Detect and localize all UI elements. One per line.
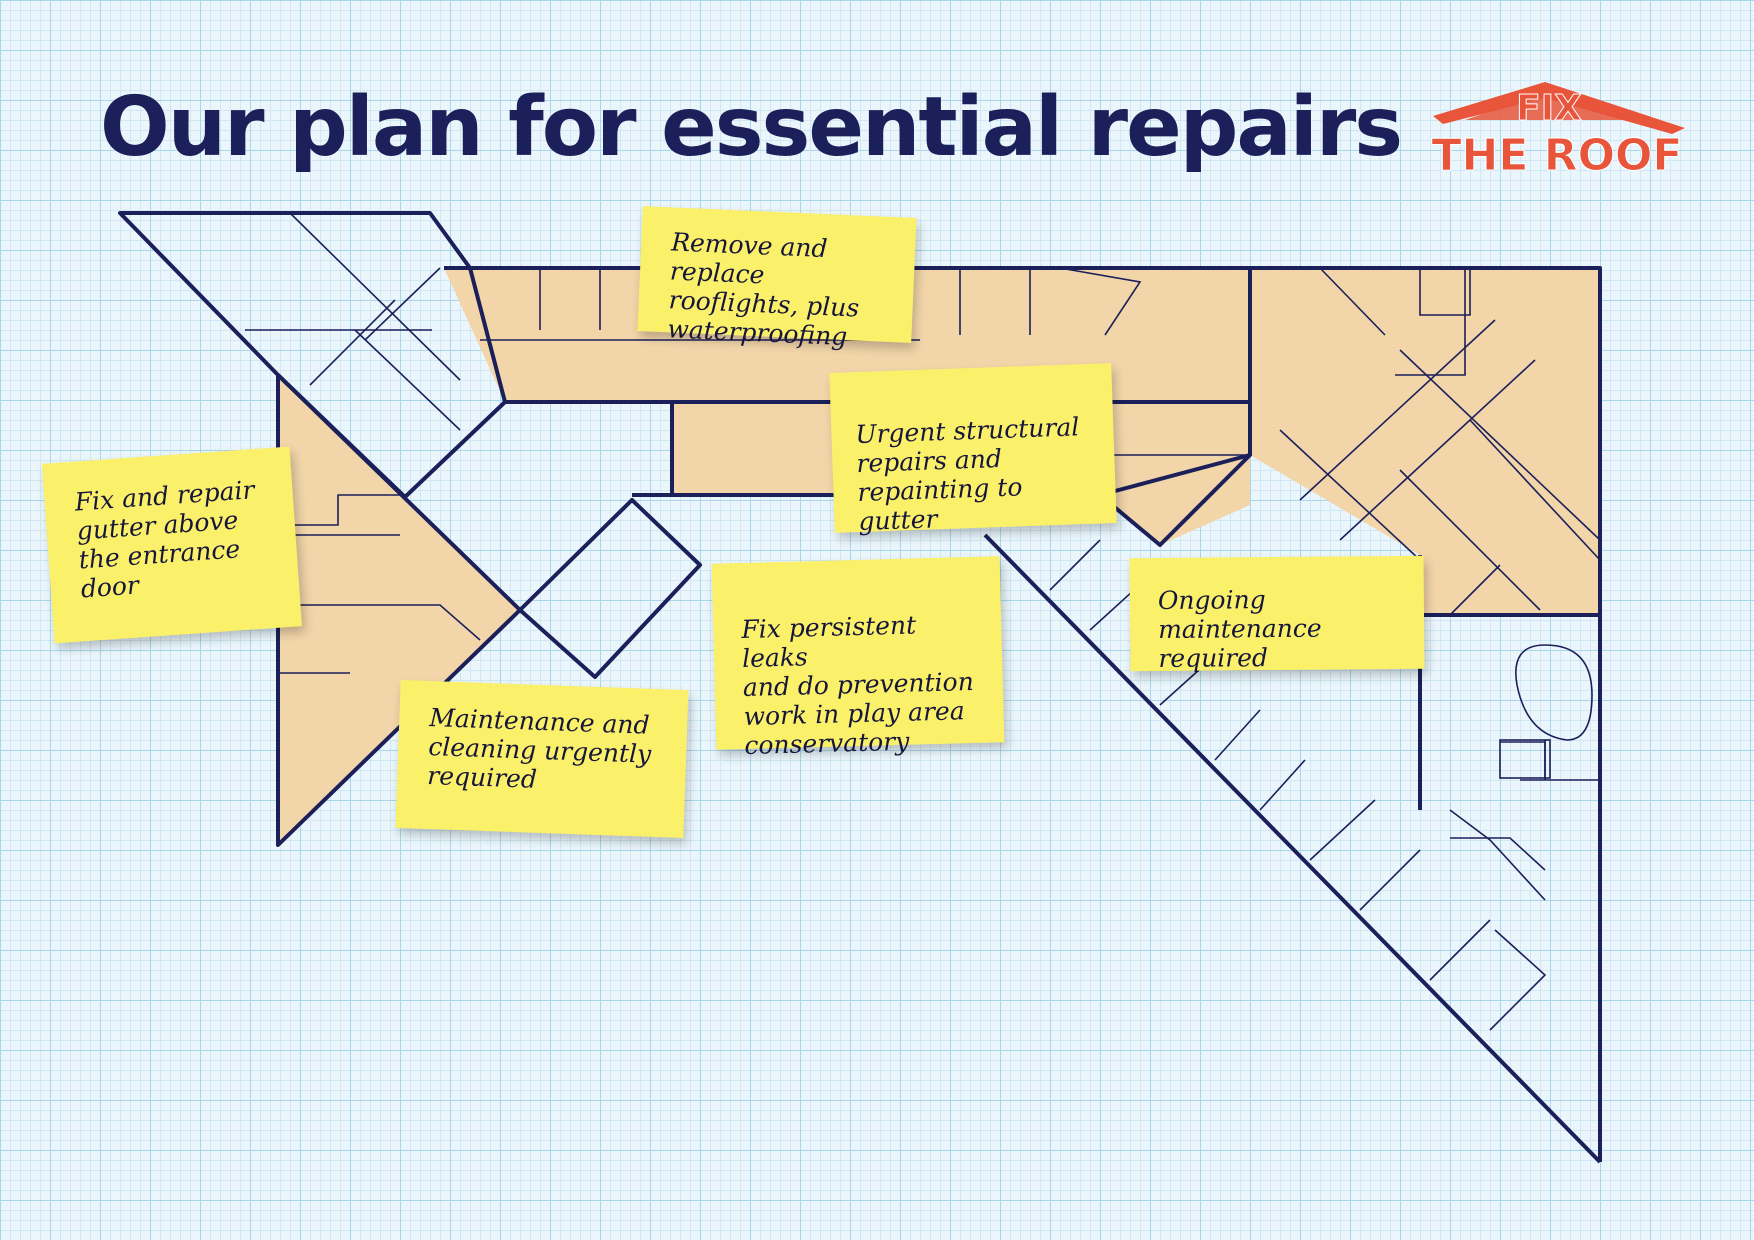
note-gutter: Fix and repair gutter above the entrance… xyxy=(42,446,302,644)
note-leaks-text: Fix persistent leaks and do prevention w… xyxy=(740,610,975,761)
page-title: Our plan for essential repairs xyxy=(100,80,1403,175)
note-rooflights-text: Remove and replace rooflights, plus wate… xyxy=(666,227,860,352)
note-maintenance: Maintenance and cleaning urgently requir… xyxy=(395,680,689,838)
note-maintenance-text: Maintenance and cleaning urgently requir… xyxy=(426,703,652,794)
wall-conservatory xyxy=(518,498,702,679)
note-ongoing: Ongoing maintenance required xyxy=(1129,555,1425,674)
note-leaks: Fix persistent leaks and do prevention w… xyxy=(711,556,1005,760)
room-mid-right xyxy=(1100,455,1250,545)
wall-long-diagonal xyxy=(983,533,1602,1164)
logo-text-the-roof: THE ROOF xyxy=(1432,130,1683,181)
logo-text-fix: FIX xyxy=(1516,88,1582,129)
wall-diag-left xyxy=(276,373,522,612)
wall-chevron xyxy=(1098,453,1252,547)
logo-roof-inner xyxy=(1465,92,1635,120)
plan-details xyxy=(245,212,1601,1031)
note-structural: Urgent structural repairs and repainting… xyxy=(829,363,1117,537)
room-left-wing xyxy=(278,375,520,845)
toilet-icon xyxy=(1515,644,1593,741)
logo-roof-shape xyxy=(1433,82,1685,134)
note-structural-text: Urgent structural repairs and repainting… xyxy=(854,412,1080,537)
note-rooflights: Remove and replace rooflights, plus wate… xyxy=(637,206,917,351)
room-right-wing xyxy=(1250,268,1600,615)
note-gutter-text: Fix and repair gutter above the entrance… xyxy=(73,475,256,604)
note-ongoing-text: Ongoing maintenance required xyxy=(1157,585,1322,674)
